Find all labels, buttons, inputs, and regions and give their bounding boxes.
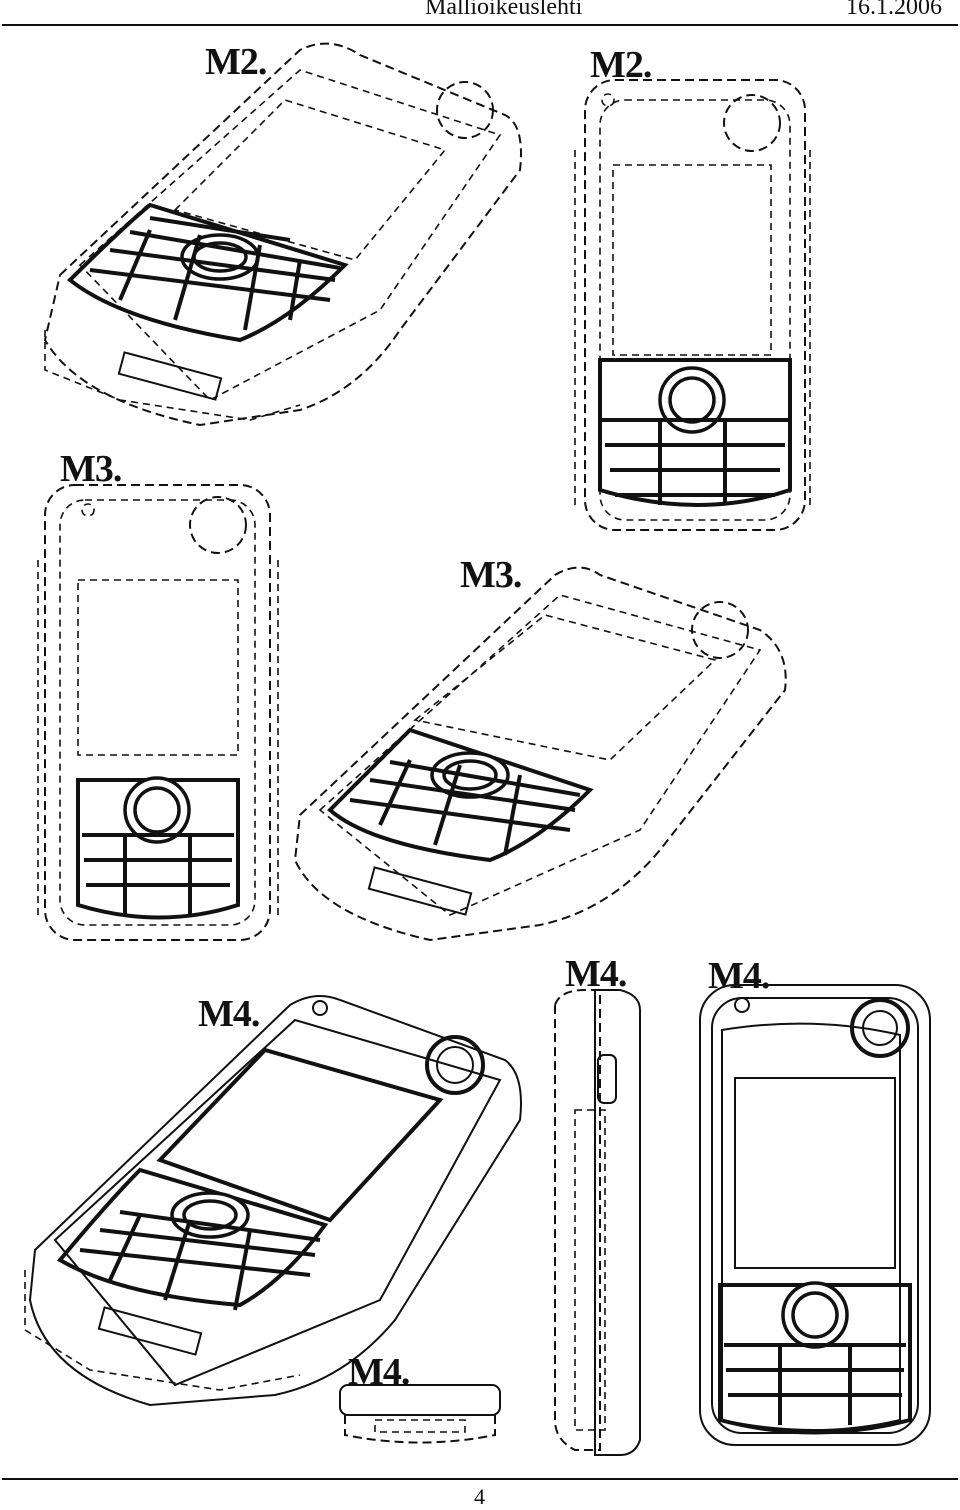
publication-date: 16.1.2006	[846, 0, 942, 20]
page-number: 4	[474, 1484, 485, 1509]
figure-label-m2-perspective: M2.	[205, 41, 267, 83]
figure-label-m3-front: M3.	[60, 448, 122, 490]
figure-label-m2-front: M2.	[590, 44, 652, 86]
figure-label-m4-perspective: M4.	[198, 993, 260, 1035]
footer-rule	[2, 1478, 958, 1480]
figure-label-m3-perspective: M3.	[460, 554, 522, 596]
publication-title: Mallioikeuslehti	[425, 0, 583, 20]
header-rule	[2, 24, 958, 26]
page-header: Mallioikeuslehti 16.1.2006	[0, 0, 960, 36]
figure-label-m4-side: M4.	[565, 953, 627, 995]
